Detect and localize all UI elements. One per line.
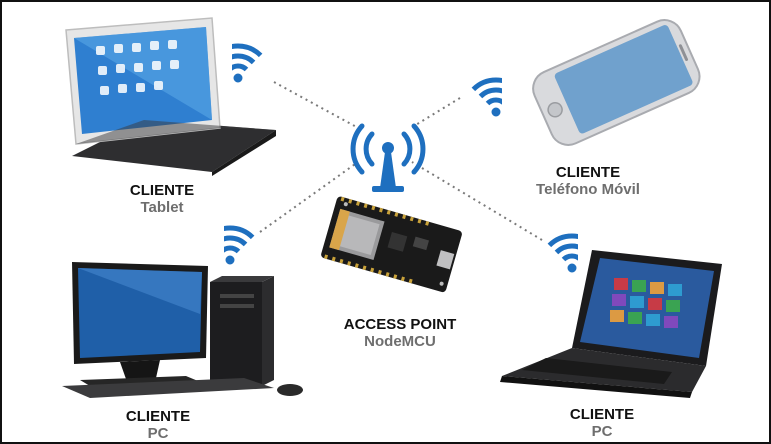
- label-phone: CLIENTE Teléfono Móvil: [508, 164, 668, 198]
- label-laptop-role: CLIENTE: [569, 406, 635, 423]
- label-desktop-kind: PC: [147, 425, 169, 442]
- label-phone-role: CLIENTE: [555, 164, 621, 181]
- label-laptop: CLIENTE PC: [542, 406, 662, 440]
- label-ap-kind: NodeMCU: [364, 333, 436, 350]
- wifi-signal-tablet-icon: [232, 43, 263, 83]
- laptop-icon: [500, 250, 722, 398]
- label-desktop: CLIENTE PC: [98, 408, 218, 442]
- antenna-tower-icon: [350, 123, 426, 192]
- label-tablet-role: CLIENTE: [129, 182, 195, 199]
- link-laptop-ap: [411, 161, 543, 241]
- wifi-signal-laptop-icon: [547, 233, 578, 273]
- link-desktop-ap: [259, 161, 359, 233]
- smartphone-icon: [532, 19, 701, 146]
- tablet-icon: [65, 17, 276, 176]
- label-ap-role: ACCESS POINT: [343, 316, 457, 333]
- wifi-signal-phone-icon: [471, 77, 502, 117]
- label-access-point: ACCESS POINT NodeMCU: [318, 316, 482, 350]
- wifi-signal-desktop-icon: [224, 225, 255, 265]
- label-tablet: CLIENTE Tablet: [102, 182, 222, 216]
- label-phone-kind: Teléfono Móvil: [536, 181, 640, 198]
- desktop-pc-icon: [62, 262, 303, 398]
- label-desktop-role: CLIENTE: [125, 408, 191, 425]
- label-laptop-kind: PC: [591, 423, 613, 440]
- nodemcu-board-icon: [321, 196, 462, 293]
- label-tablet-kind: Tablet: [140, 199, 184, 216]
